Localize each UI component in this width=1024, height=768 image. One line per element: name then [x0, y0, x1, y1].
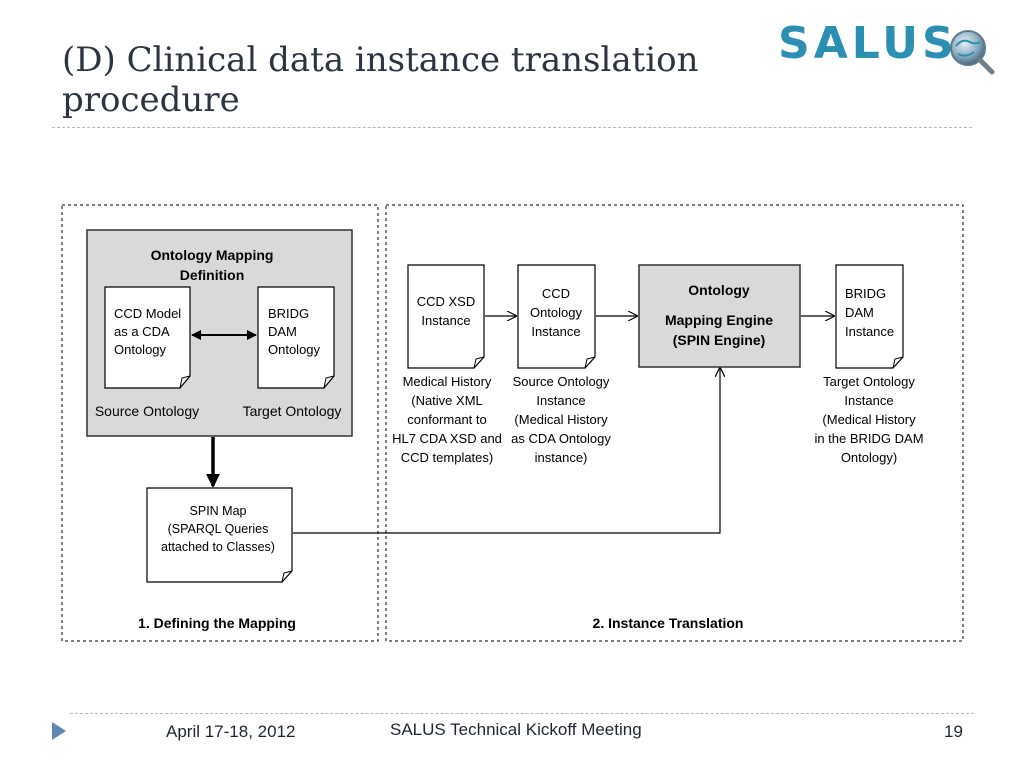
ccd-ontology-caption-2: Instance — [536, 393, 585, 408]
bridg-caption-5: Ontology) — [841, 450, 897, 465]
ccd-xsd-line-2: Instance — [421, 313, 470, 328]
slide-title: (D) Clinical data instance translation p… — [62, 40, 699, 120]
bridg-caption-1: Target Ontology — [823, 374, 915, 389]
ccd-ontology-caption-4: as CDA Ontology — [511, 431, 611, 446]
panel-instance-translation — [385, 204, 964, 642]
spin-map-line-2: (SPARQL Queries — [168, 522, 269, 536]
engine-line-3: (SPIN Engine) — [673, 332, 766, 348]
ccd-xsd-line-1: CCD XSD — [417, 294, 476, 309]
ccd-ontology-line-2: Ontology — [530, 305, 583, 320]
source-doc-line-2: as a CDA — [114, 324, 170, 339]
spin-map-to-engine-connector — [293, 368, 720, 534]
engine-line-2: Mapping Engine — [665, 312, 773, 328]
bridg-caption-4: in the BRIDG DAM — [814, 431, 923, 446]
globe-magnifier-icon — [950, 30, 995, 75]
spin-map-line-1: SPIN Map — [190, 504, 247, 518]
ccd-xsd-caption-5: CCD templates) — [401, 450, 493, 465]
ccd-xsd-doc — [407, 264, 485, 369]
bridg-line-2: DAM — [845, 305, 874, 320]
source-doc-line-1: CCD Model — [114, 306, 181, 321]
ccd-ontology-caption-3: (Medical History — [514, 412, 608, 427]
mapping-box-title-2: Definition — [180, 267, 245, 283]
footer-divider — [70, 713, 974, 714]
target-ontology-label: Target Ontology — [243, 403, 342, 419]
salus-logo: SALUS — [778, 10, 1018, 82]
header-divider — [52, 127, 972, 128]
source-ontology-doc — [104, 286, 191, 389]
source-doc-line-3: Ontology — [114, 342, 167, 357]
bridg-caption-3: (Medical History — [822, 412, 916, 427]
ccd-ontology-line-3: Instance — [531, 324, 580, 339]
mapping-box-title-1: Ontology Mapping — [151, 247, 274, 263]
ccd-ontology-caption-1: Source Ontology — [513, 374, 610, 389]
logo-text: SALUS — [778, 18, 958, 69]
page-number: 19 — [944, 722, 963, 741]
left-panel-caption: 1. Defining the Mapping — [138, 615, 296, 631]
footer-meeting: SALUS Technical Kickoff Meeting — [390, 720, 642, 739]
bridg-line-3: Instance — [845, 324, 894, 339]
right-panel-caption: 2. Instance Translation — [593, 615, 744, 631]
ccd-xsd-caption-3: conformant to — [407, 412, 487, 427]
panel-defining-mapping — [61, 204, 379, 642]
bridg-caption-2: Instance — [844, 393, 893, 408]
spin-map-line-3: attached to Classes) — [161, 540, 275, 554]
source-ontology-label: Source Ontology — [95, 403, 199, 419]
target-doc-line-1: BRIDG — [268, 306, 309, 321]
target-doc-line-3: Ontology — [268, 342, 321, 357]
bridg-dam-instance-doc — [835, 264, 904, 369]
ccd-ontology-instance-doc — [517, 264, 596, 369]
bridg-line-1: BRIDG — [845, 286, 886, 301]
spin-map-doc — [146, 487, 293, 583]
footer-date: April 17-18, 2012 — [166, 722, 296, 741]
ccd-xsd-caption-2: (Native XML — [411, 393, 483, 408]
ccd-xsd-caption-4: HL7 CDA XSD and — [392, 431, 502, 446]
footer-bullet-icon — [52, 722, 66, 740]
engine-line-1: Ontology — [688, 282, 750, 298]
ccd-xsd-caption-1: Medical History — [403, 374, 492, 389]
target-ontology-doc — [257, 286, 335, 389]
ccd-ontology-caption-5: instance) — [535, 450, 588, 465]
ccd-ontology-line-1: CCD — [542, 286, 570, 301]
mapping-engine-box — [638, 264, 801, 368]
target-doc-line-2: DAM — [268, 324, 297, 339]
